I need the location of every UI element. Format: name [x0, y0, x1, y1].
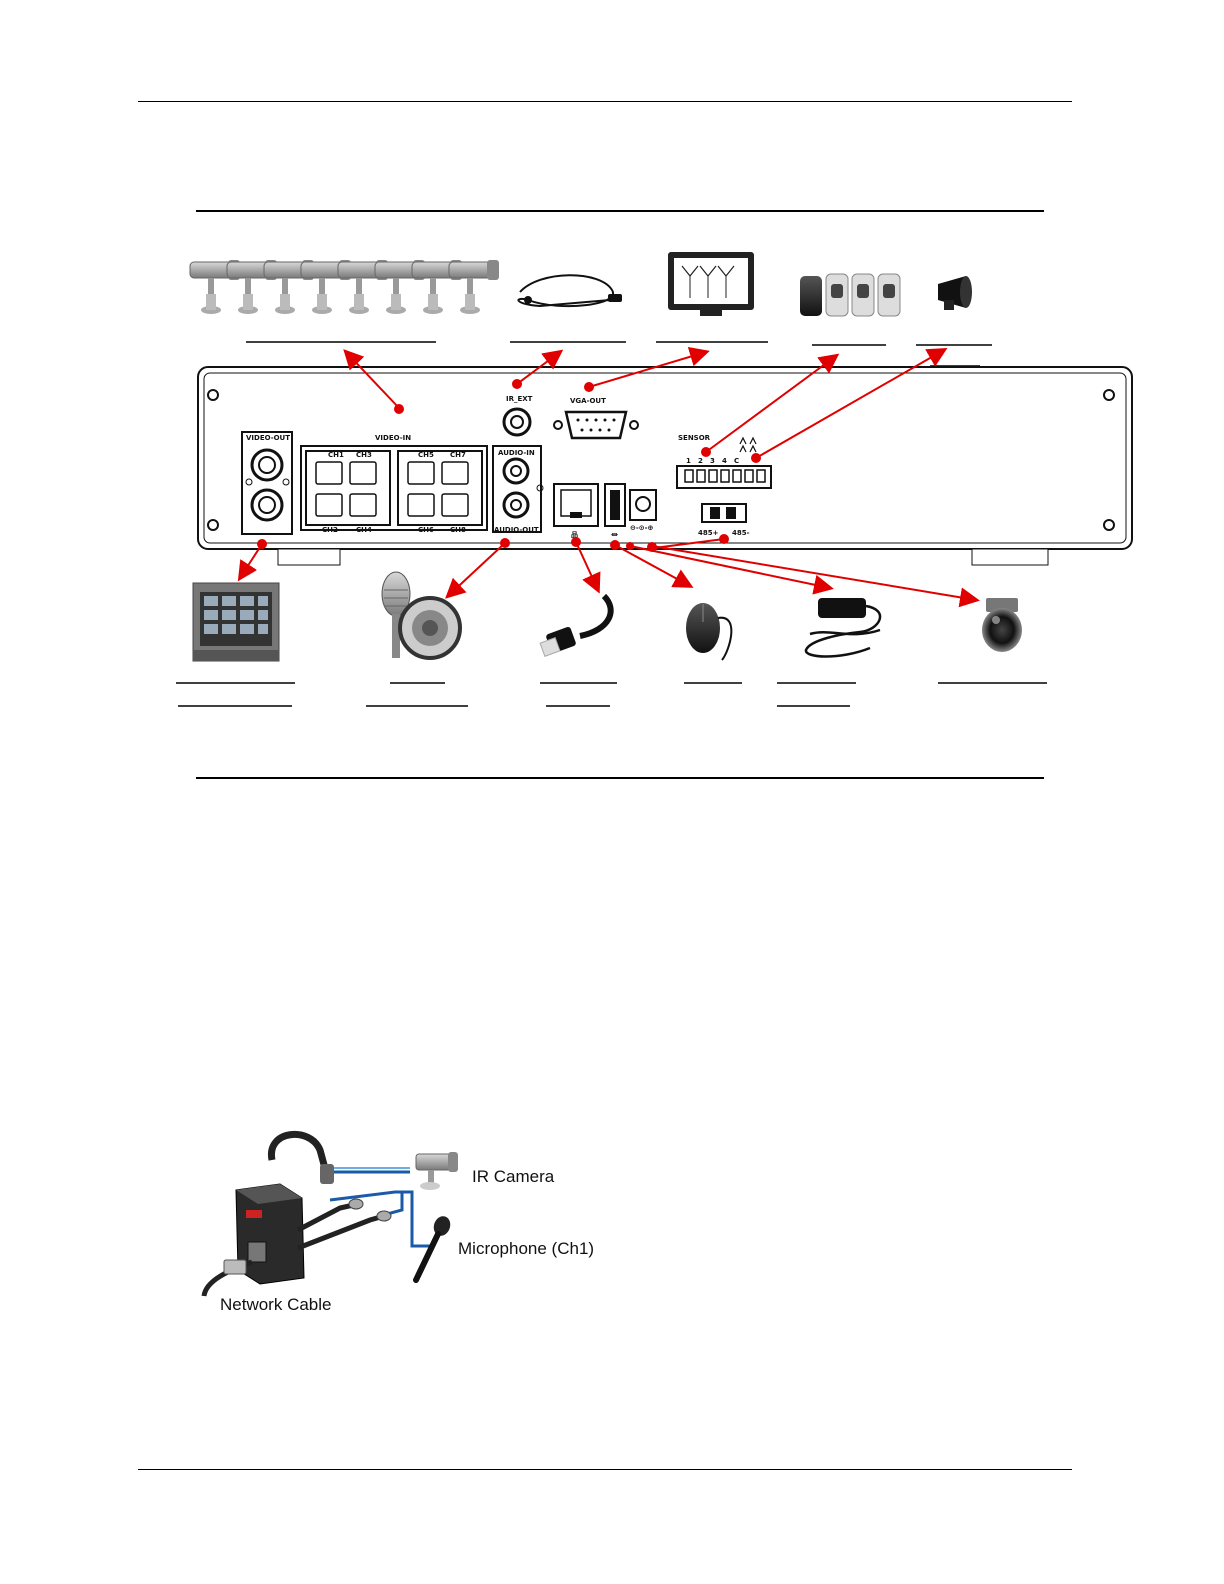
rs485-minus-label: 485-: [732, 529, 750, 537]
ch7-label: CH7: [450, 451, 466, 459]
power-adapter-icon: [804, 598, 882, 658]
svg-text:1: 1: [686, 457, 691, 465]
svg-text:4: 4: [722, 457, 727, 465]
monitor-icon: [668, 252, 754, 316]
ch6-label: CH6: [418, 526, 434, 534]
microphone-label: Microphone (Ch1): [458, 1239, 594, 1258]
svg-text:⏛: ⏛: [611, 531, 618, 539]
microphone-icon: [413, 1216, 451, 1283]
footer-rule: [138, 1469, 1072, 1470]
ir-extender-cable-icon: [517, 274, 622, 308]
ir-camera-icon: [415, 1152, 458, 1190]
microphone-speaker-icon: [381, 571, 462, 660]
network-cable-label: Network Cable: [220, 1295, 332, 1314]
dvr-rear-panel: VIDEO-OUT VIDEO-IN CH1 CH3 CH5 CH7 CH2 C…: [197, 366, 1133, 566]
ir-ext-label: IR_EXT: [506, 395, 533, 403]
balun-adapter-icon: [201, 1130, 392, 1297]
audio-in-label: AUDIO-IN: [498, 449, 535, 457]
balun-cable-diagram: IR Camera Microphone (Ch1) Network Cable: [201, 1130, 594, 1314]
camera-icon: [374, 260, 425, 314]
ch2-label: CH2: [322, 526, 338, 534]
ir-camera-label: IR Camera: [472, 1167, 555, 1186]
svg-text:品: 品: [571, 530, 578, 539]
connection-arrows: [237, 347, 980, 608]
video-in-label: VIDEO-IN: [375, 434, 411, 442]
cameras-group: [189, 260, 499, 314]
ch8-label: CH8: [450, 526, 466, 534]
rear-panel-connection-diagram: VIDEO-OUT VIDEO-IN CH1 CH3 CH5 CH7 CH2 C…: [176, 252, 1133, 707]
siren-icon: [938, 276, 972, 310]
vga-out-label: VGA-OUT: [570, 397, 606, 405]
network-cable-icon: [539, 593, 614, 657]
svg-text:3: 3: [710, 457, 715, 465]
figure-top-rule: [196, 210, 1044, 212]
camera-icon: [448, 260, 499, 314]
svg-text:⊖-⊙-⊕: ⊖-⊙-⊕: [630, 524, 653, 532]
svg-text:C: C: [734, 457, 739, 465]
sensor-label: SENSOR: [678, 434, 711, 442]
rs485-plus-label: 485+: [698, 529, 719, 537]
mouse-icon: [686, 603, 733, 661]
audio-out-label: AUDIO-OUT: [494, 526, 539, 534]
ch4-label: CH4: [356, 526, 372, 534]
cctv-monitor-icon: [192, 582, 280, 662]
figure-bottom-rule: [196, 777, 1044, 779]
connection-dots: [257, 379, 761, 552]
ptz-dome-camera-icon: [982, 598, 1022, 652]
sensors-icon: [800, 273, 901, 317]
ch1-label: CH1: [328, 451, 344, 459]
video-out-label: VIDEO-OUT: [246, 434, 290, 442]
ch5-label: CH5: [418, 451, 434, 459]
header-rule: [138, 101, 1072, 102]
svg-text:2: 2: [698, 457, 703, 465]
ch3-label: CH3: [356, 451, 372, 459]
